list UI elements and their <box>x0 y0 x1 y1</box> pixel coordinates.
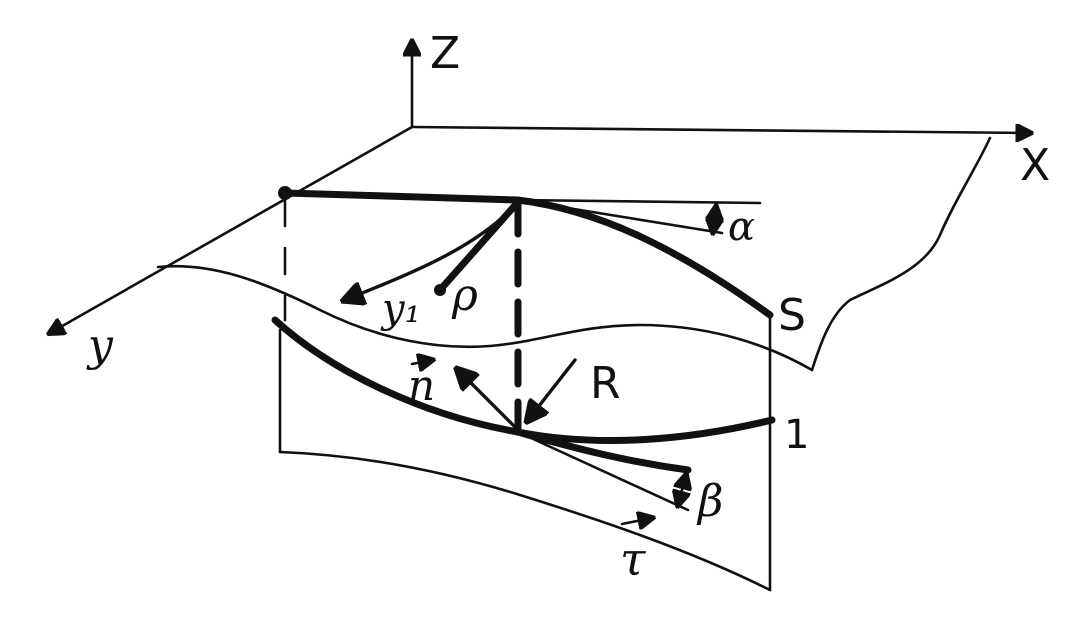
label-alpha: α <box>728 204 755 250</box>
label-one: 1 <box>784 412 809 458</box>
y-axis <box>50 125 414 333</box>
label-r: R <box>590 358 621 409</box>
n-vector-bar <box>410 360 432 364</box>
lower-beam-right <box>514 416 776 444</box>
label-z-axis: Z <box>430 28 460 79</box>
rho-line <box>436 198 522 294</box>
normal-vector <box>458 370 520 432</box>
beam-top-straight <box>281 189 522 204</box>
beam-top-endpoint <box>278 186 292 200</box>
beta-branch <box>514 428 692 474</box>
tau-vector-bar <box>620 518 652 524</box>
label-y1: y₁ <box>380 286 421 332</box>
alpha-arrow <box>713 207 716 232</box>
label-beta: β <box>696 476 723 527</box>
tangent-horizontal <box>516 198 762 205</box>
label-n-vector: n <box>408 361 435 410</box>
tangent-inclined <box>516 198 724 235</box>
x-axis <box>410 127 1030 133</box>
rho-point <box>434 284 446 296</box>
label-rho: ρ <box>451 270 478 321</box>
label-tau-vector: τ <box>620 532 647 586</box>
plane-right-edge <box>810 136 992 372</box>
force-r-arrow <box>528 358 577 420</box>
label-s: S <box>778 290 806 341</box>
tau-tangent <box>516 430 690 512</box>
label-x-axis: X <box>1020 140 1050 191</box>
beta-arrow <box>678 475 686 505</box>
label-y-axis: y <box>86 320 114 371</box>
surface-s-curve <box>156 264 814 372</box>
y1-curve <box>345 200 520 300</box>
bottom-edge <box>278 450 772 592</box>
lower-beam-left <box>271 316 522 436</box>
